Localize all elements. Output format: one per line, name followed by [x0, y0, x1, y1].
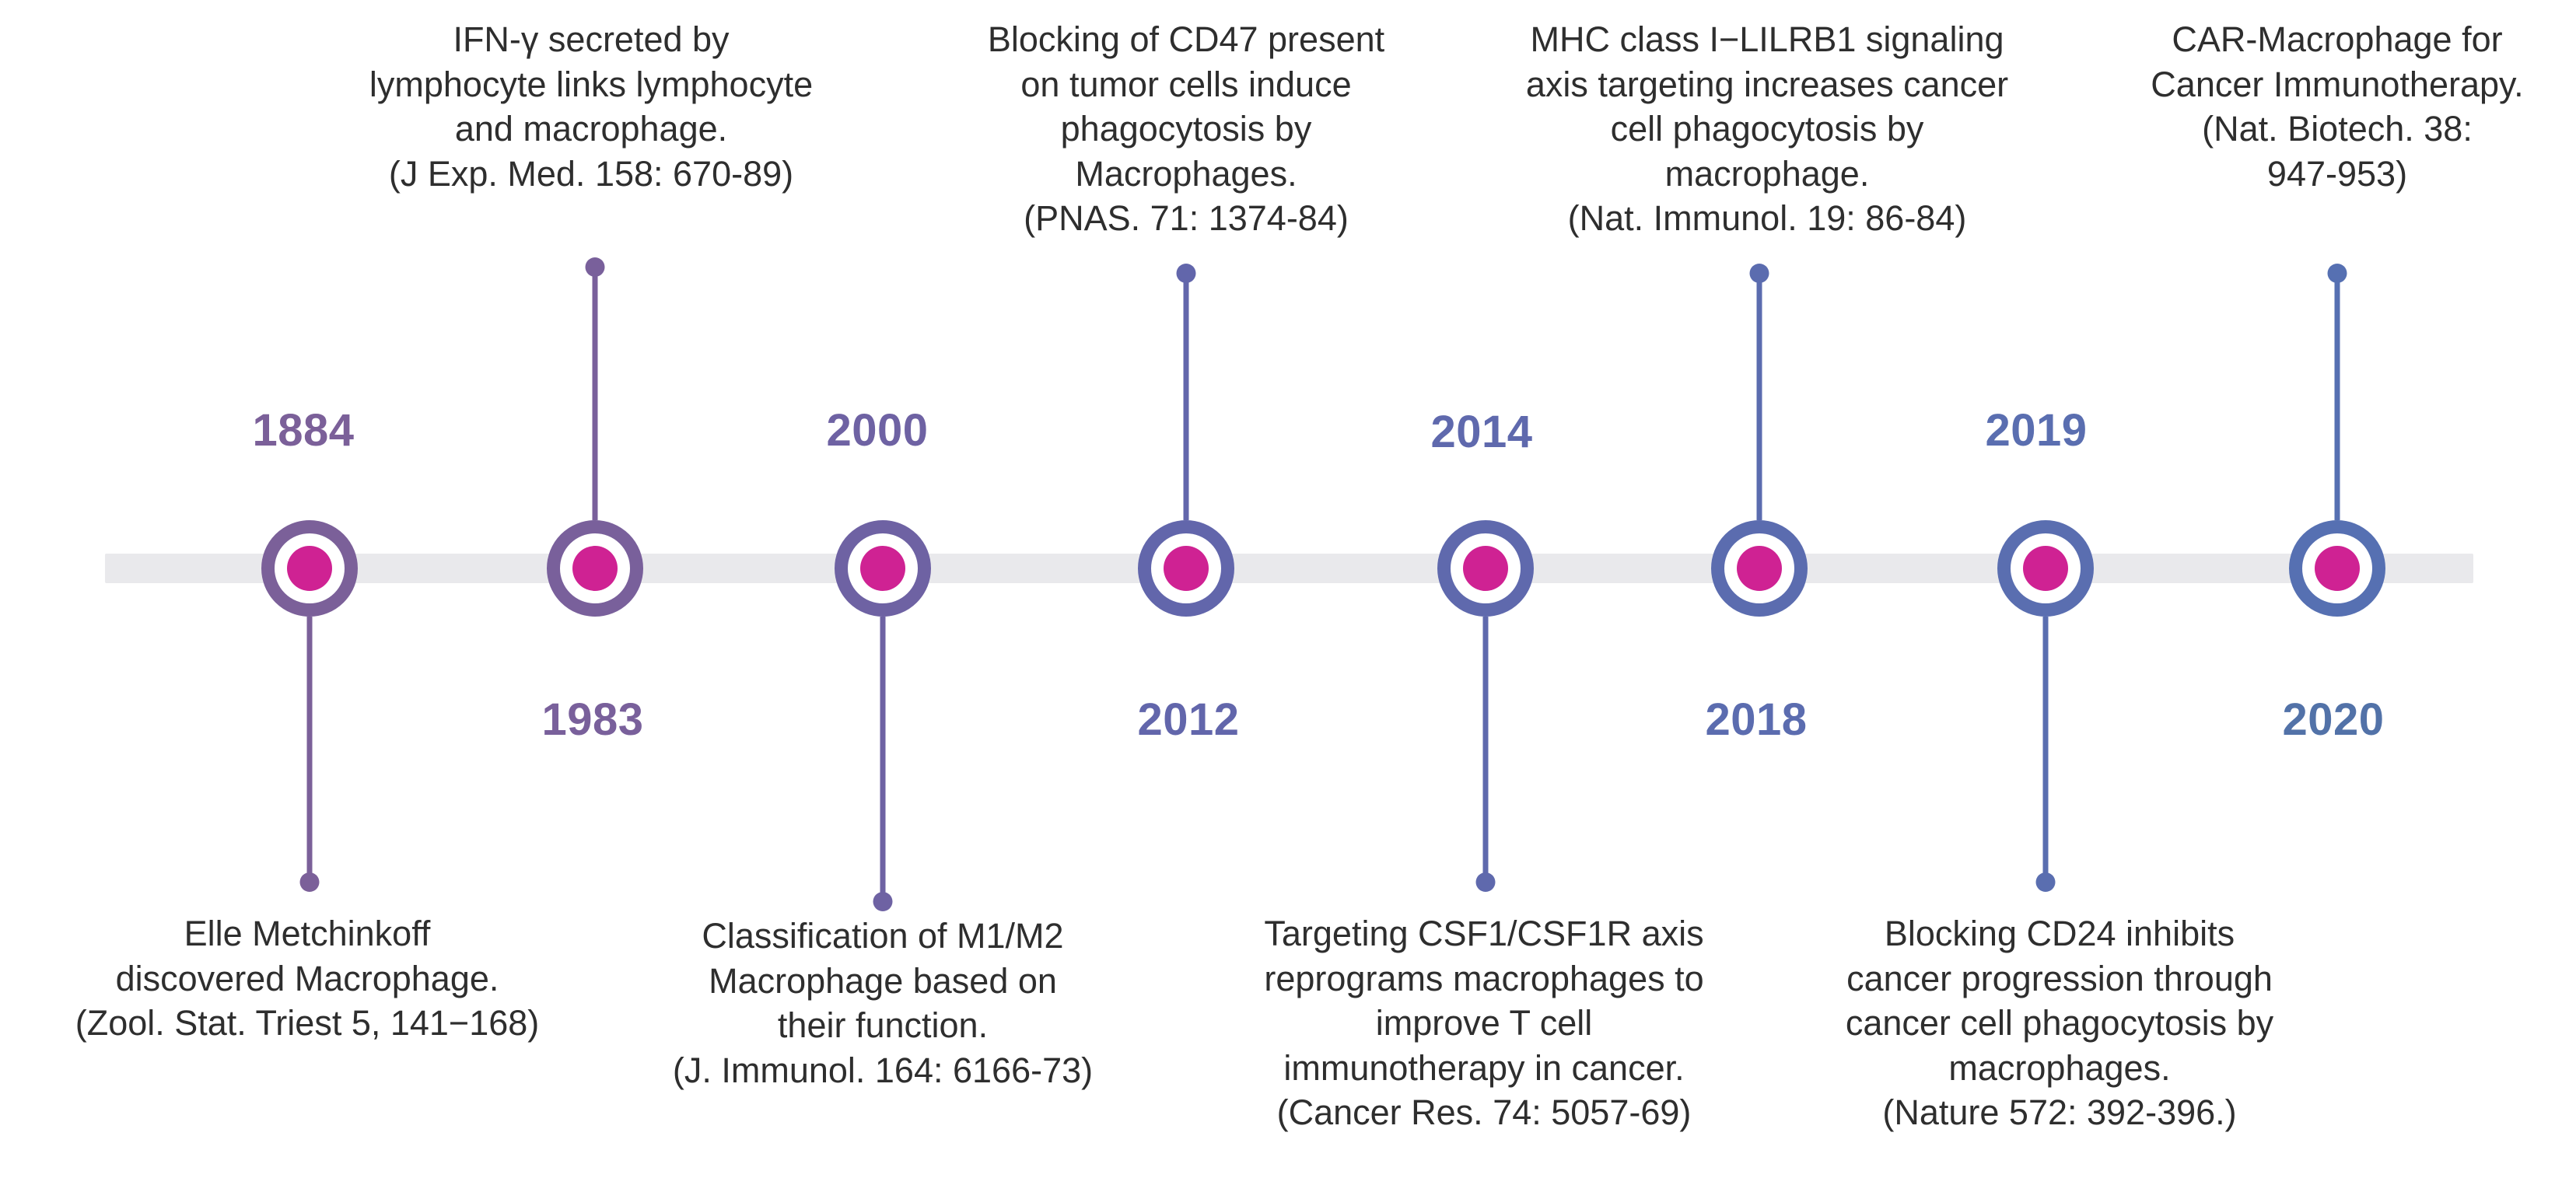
- connector-knob-icon: [1749, 264, 1769, 283]
- note-2018: MHC class I−LILRB1 signaling axis target…: [1525, 19, 2009, 239]
- connector-knob-icon: [1475, 872, 1496, 892]
- milestone-node-1983[interactable]: [547, 520, 643, 617]
- year-label-1884: 1884: [252, 405, 355, 456]
- milestone-node-2020[interactable]: [2289, 520, 2385, 617]
- year-label-2012: 2012: [1137, 694, 1240, 745]
- milestone-node-2019[interactable]: [1997, 520, 2094, 617]
- timeline-rail: [105, 554, 2473, 583]
- note-2000: Classification of M1/M2 Macrophage based…: [672, 916, 1094, 1090]
- connector-stalk-1983: [585, 257, 605, 521]
- connector-stalk-2019: [2035, 617, 2056, 892]
- year-label-2018: 2018: [1705, 694, 1808, 745]
- node-core-icon: [2315, 546, 2360, 591]
- milestone-node-2000[interactable]: [835, 520, 931, 617]
- connector-stalk-2012: [1176, 264, 1196, 521]
- year-label-2000: 2000: [826, 405, 929, 456]
- node-core-icon: [1737, 546, 1782, 591]
- connector-stalk-2018: [1749, 264, 1769, 521]
- year-label-2019: 2019: [1985, 405, 2088, 456]
- connector-stalk-2000: [873, 617, 893, 911]
- note-1884: Elle Metchinkoff discovered Macrophage. …: [75, 914, 540, 1043]
- connector-stalk-1884: [299, 617, 320, 892]
- node-core-icon: [2023, 546, 2068, 591]
- connector-knob-icon: [299, 872, 320, 892]
- milestone-node-2018[interactable]: [1711, 520, 1808, 617]
- node-core-icon: [287, 546, 332, 591]
- year-label-2020: 2020: [2282, 694, 2385, 745]
- milestone-node-1884[interactable]: [261, 520, 358, 617]
- year-label-1983: 1983: [541, 694, 644, 745]
- node-core-icon: [1463, 546, 1508, 591]
- note-2019: Blocking CD24 inhibits cancer progressio…: [1845, 914, 2274, 1133]
- note-2020: CAR-Macrophage for Cancer Immunotherapy.…: [2151, 19, 2524, 194]
- connector-stalk-2014: [1475, 617, 1496, 892]
- milestone-node-2014[interactable]: [1437, 520, 1534, 617]
- connector-knob-icon: [1176, 264, 1196, 283]
- connector-knob-icon: [2327, 264, 2347, 283]
- node-core-icon: [572, 546, 618, 591]
- note-2014: Targeting CSF1/CSF1R axis reprograms mac…: [1264, 914, 1704, 1133]
- year-label-2014: 2014: [1430, 407, 1533, 457]
- connector-knob-icon: [585, 257, 605, 277]
- connector-stalk-2020: [2327, 264, 2347, 521]
- connector-knob-icon: [873, 892, 893, 911]
- node-core-icon: [860, 546, 905, 591]
- milestone-node-2012[interactable]: [1138, 520, 1234, 617]
- note-1983: IFN-γ secreted by lymphocyte links lymph…: [369, 19, 814, 194]
- note-2012: Blocking of CD47 present on tumor cells …: [987, 19, 1385, 239]
- connector-knob-icon: [2035, 872, 2056, 892]
- node-core-icon: [1164, 546, 1209, 591]
